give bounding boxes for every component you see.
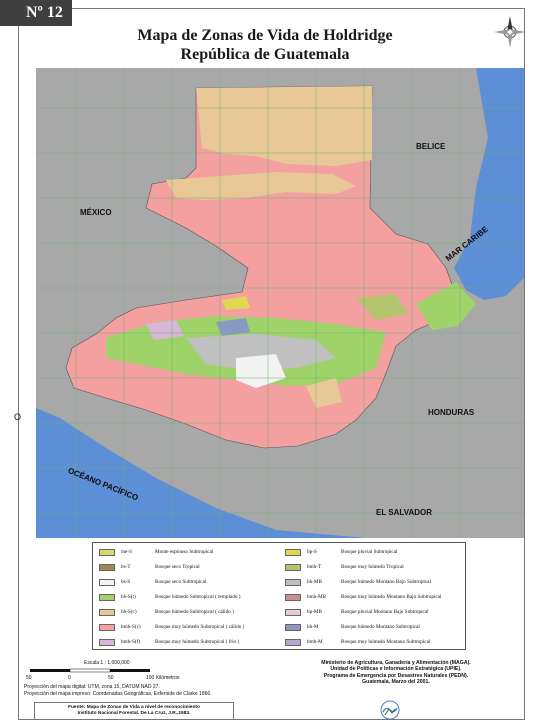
legend-swatch [99,594,115,601]
caribbean-sea [454,68,524,300]
legend-desc: Bosque pluvial Montano Bajo Subtropical [341,609,429,615]
legend-desc: Bosque húmedo Subtropical ( cálido ) [155,609,234,615]
legend-desc: Bosque seco Subtropical [155,579,207,585]
zone-bmh-Sf [146,320,184,340]
ministry-line-3: Programa de Emergencia por Desastres Nat… [323,672,469,679]
legend-swatch [285,594,301,601]
north-arrow-icon [494,16,526,48]
zone-bs-S [236,354,286,388]
legend-code: bh-S(c) [121,609,137,615]
legend-swatch [285,609,301,616]
legend-desc: Bosque muy húmedo Montano Subtropical [341,639,431,645]
map-title: Mapa de Zonas de Vida de Holdridge Repúb… [100,26,430,64]
source-box: Fuente: Mapa de Zonas de Vida a nivel de… [34,702,234,720]
graticule [36,68,524,538]
legend-code: bmh-S(f) [121,639,141,645]
legend-code: bmh-T [307,564,322,570]
label-honduras: HONDURAS [428,408,475,417]
legend-swatch [285,639,301,646]
legend-desc: Bosque húmedo Subtropical ( templado ) [155,594,241,600]
ministry-line-2: Unidad de Políticas e Información Estrat… [330,666,462,673]
plate-number: Nº 12 [0,0,72,26]
legend-swatch [285,579,301,586]
scale-block: Escala 1 : 1,000,000 50 0 50 100 Kilómet… [24,660,264,720]
legend-swatch [99,624,115,631]
legend-desc: Monte espinoso Subtropical [155,549,214,555]
legend-desc: Bosque húmedo Montano Subtropical [341,624,420,630]
legend-swatch [285,549,301,556]
scale-tick-50: 50 [108,675,114,681]
label-el-salvador: EL SALVADOR [376,508,433,517]
zone-bh-St-east [416,282,476,330]
legend-code: bh-MB [307,579,322,585]
legend-code: bs-T [121,564,131,570]
legend-desc: Bosque muy húmedo Subtropical ( frío ) [155,639,240,645]
legend-code: me-S [121,549,132,555]
legend-desc: Bosque pluvial Subtropical [341,549,398,555]
legend-code: bmh-M [307,639,323,645]
legend-code: bmh-S(c) [121,624,141,630]
legend-desc: Bosque muy húmedo Tropical [341,564,404,570]
zone-bh-Sc-north [196,86,372,166]
institution-logo-icon [380,700,400,720]
pacific-ocean [36,408,366,538]
side-mark: O [14,412,22,422]
title-line-2: República de Guatemala [180,46,350,63]
map-area: BELICE MÉXICO MAR CARIBE HONDURAS EL SAL… [36,68,524,538]
zone-bmh-T [356,294,408,320]
title-line-1: Mapa de Zonas de Vida de Holdridge [137,27,393,44]
legend-code: bs-S [121,579,131,585]
legend-code: bmh-MB [307,594,327,600]
legend-swatch [99,639,115,646]
label-belize: BELICE [416,142,446,151]
legend-swatch [99,579,115,586]
legend-swatch [99,549,115,556]
label-mexico: MÉXICO [80,208,112,217]
legend-code: bh-M [307,624,319,630]
legend-code: bp-S [307,549,317,555]
legend: me-S Monte espinoso Subtropical bs-T Bos… [92,542,466,650]
scale-tick-50-left: 50 [26,675,32,681]
projection-printed: Proyección del mapa impreso: Coordenadas… [24,691,212,697]
legend-code: bp-MB [307,609,322,615]
source-line-2: Instituto Nacional Forestal. De La Cruz,… [77,711,191,716]
scale-tick-0: 0 [68,675,71,681]
legend-desc: Bosque muy húmedo Montano Bajo Subtropic… [341,594,442,600]
map-canvas [36,68,524,538]
zone-bh-Sc-band [166,172,356,200]
zone-bh-MB [186,334,336,370]
zone-bh-M [216,318,250,336]
ministry-line-1: Ministerio de Agricultura, Ganadería y A… [321,660,471,666]
legend-swatch [285,564,301,571]
zone-bh-Sc-south [306,378,342,408]
legend-swatch [285,624,301,631]
source-line-1: Fuente: Mapa de Zonas de Vida a nivel de… [68,705,200,710]
legend-desc: Bosque húmedo Montano Bajo Subtropical [341,579,431,585]
legend-swatch [99,564,115,571]
legend-desc: Bosque muy húmedo Subtropical ( cálido ) [155,624,245,630]
scale-label: Escala 1 : 1,000,000 [84,660,130,666]
legend-code: bh-S(t) [121,594,136,600]
scale-tick-100: 100 Kilómetros [146,675,180,681]
legend-swatch [99,609,115,616]
projection-digital: Proyección del mapa digital: UTM, zona 1… [24,684,160,690]
scale-bar-icon [30,668,150,673]
legend-desc: Bosque seco Tropical [155,564,200,570]
zone-bp-S [222,296,250,310]
ministry-credits: Ministerio de Agricultura, Ganadería y A… [270,660,522,694]
ministry-line-4: Guatemala, Marzo del 2001. [362,679,430,686]
